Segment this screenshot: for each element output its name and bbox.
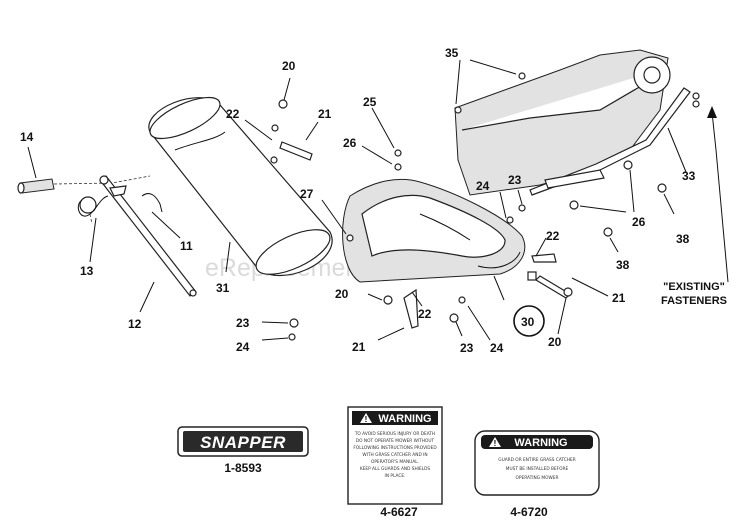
decal-snapper: SNAPPER 1-8593: [177, 426, 309, 475]
callout-30-circle: [513, 305, 545, 337]
callout-23: 23: [508, 173, 522, 187]
svg-text:!: !: [365, 415, 368, 424]
callout-27: 27: [300, 187, 314, 201]
warning-a-line: KEEP ALL GUARDS AND SHIELDS: [360, 466, 431, 472]
callout-24: 24: [236, 340, 250, 354]
warning-b-line: MUST BE INSTALLED BEFORE: [506, 466, 569, 472]
warning-a-heading: WARNING: [378, 413, 431, 425]
part-12-rod: [99, 175, 197, 297]
part-14-pin: [17, 178, 55, 194]
callout-13: 13: [80, 264, 94, 278]
callouts: 14 11 13 12 20 22 21 31 23 24 25 26 27 3…: [20, 46, 727, 355]
callout-11: 11: [180, 239, 193, 253]
callout-33: 33: [682, 169, 696, 183]
callout-20: 20: [335, 287, 349, 301]
warning-a-line: WITH GRASS CATCHER AND IN: [362, 452, 427, 458]
warning-b-line: GUARD OR ENTIRE GRASS CATCHER: [498, 457, 576, 463]
callout-21: 21: [612, 291, 626, 305]
callout-21: 21: [318, 107, 332, 121]
callout-30: 30: [521, 315, 535, 329]
part-30-deflector: [342, 178, 526, 283]
callout-22: 22: [418, 307, 432, 321]
part-11-13-clips: [53, 175, 163, 225]
decal-part-4-6720: 4-6720: [510, 505, 548, 519]
warning-a-line: FOLLOWING INSTRUCTIONS PROVIDED: [353, 445, 437, 451]
warning-b-heading: WARNING: [514, 437, 567, 449]
callout-31: 31: [216, 281, 230, 295]
callout-22: 22: [546, 229, 560, 243]
callout-38: 38: [616, 258, 630, 272]
svg-text:!: !: [494, 439, 497, 448]
callout-20: 20: [548, 335, 562, 349]
callout-23: 23: [236, 316, 250, 330]
callout-14: 14: [20, 130, 34, 144]
part-33-housing: [454, 49, 691, 196]
existing-label-line2: FASTENERS: [661, 295, 727, 307]
snapper-brand: SNAPPER: [200, 433, 286, 452]
part-31-tube: [148, 96, 333, 277]
callout-23: 23: [460, 341, 474, 355]
callout-20: 20: [282, 59, 296, 73]
callout-26: 26: [632, 215, 646, 229]
warning-a-line: TO AVOID SERIOUS INJURY OR DEATH: [354, 431, 435, 437]
callout-21: 21: [352, 340, 366, 354]
leader-lines: [27, 59, 729, 341]
callout-24: 24: [490, 341, 504, 355]
decal-part-1-8593: 1-8593: [224, 461, 262, 475]
callout-26: 26: [343, 136, 357, 150]
callout-38: 38: [676, 232, 690, 246]
warning-a-line: OPERATOR'S MANUAL.: [371, 459, 419, 465]
warning-a-line: IN PLACE.: [385, 473, 406, 479]
warning-b-line: OPERATING MOWER: [516, 475, 559, 481]
warning-a-line: DO NOT OPERATE MOWER WITHOUT: [356, 438, 435, 444]
existing-label-line1: "EXISTING": [663, 281, 725, 293]
callout-24: 24: [476, 179, 490, 193]
fasteners: [270, 72, 700, 341]
callout-25: 25: [363, 95, 377, 109]
callout-22: 22: [226, 107, 240, 121]
callout-12: 12: [128, 317, 142, 331]
decal-part-4-6627: 4-6627: [380, 505, 418, 519]
callout-35: 35: [445, 46, 459, 60]
decal-warning-4-6720: ! WARNING GUARD OR ENTIRE GRASS CATCHER …: [474, 430, 600, 519]
decal-warning-4-6627: ! WARNING TO AVOID SERIOUS INJURY OR DEA…: [347, 406, 443, 519]
